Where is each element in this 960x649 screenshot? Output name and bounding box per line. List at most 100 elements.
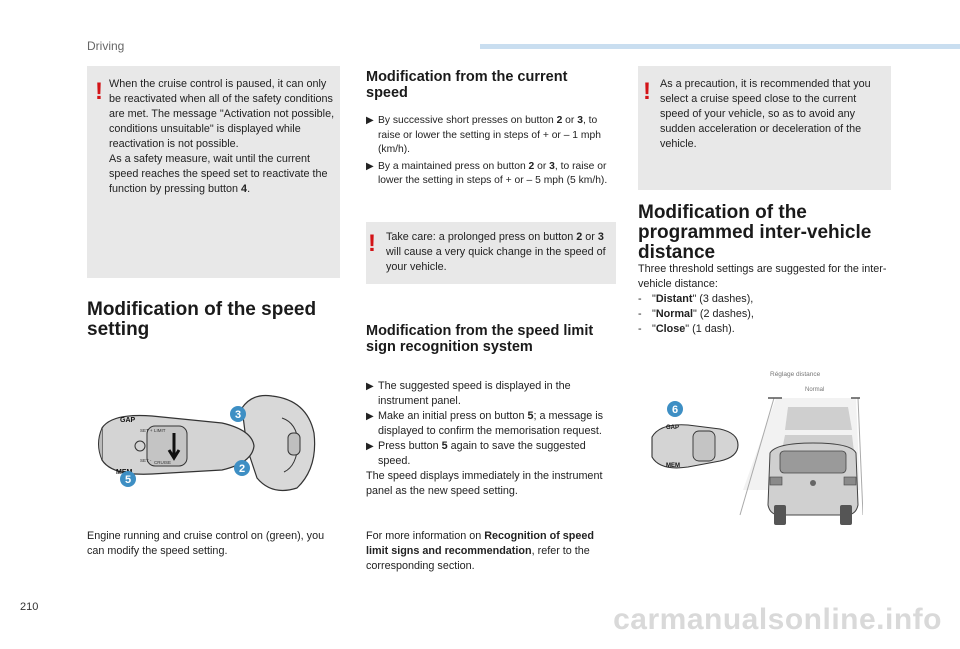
warning-box-precaution: ! As a precaution, it is recommended tha… xyxy=(638,66,891,190)
option-name: Close xyxy=(655,323,686,335)
list-item: ▶ Make an initial press on button 5; a m… xyxy=(366,409,618,439)
heading-current-speed: Modification from the current speed xyxy=(366,69,568,101)
bullet-text: again to save the suggested speed. xyxy=(378,440,586,467)
warning-paragraph-2: As a safety measure, wait until the curr… xyxy=(109,152,337,197)
more-info-pre: For more information on xyxy=(366,530,485,542)
section-title: Driving xyxy=(87,39,125,53)
cruise-label: CRUISE xyxy=(154,460,171,465)
list-item: - "Close" (1 dash). xyxy=(638,322,890,337)
warning-paragraph-1: When the cruise control is paused, it ca… xyxy=(109,78,335,150)
warning-icon: ! xyxy=(643,78,651,105)
dash-marker: - xyxy=(638,293,642,305)
option-quote: " xyxy=(693,308,697,320)
warning-box-prolonged: ! Take care: a prolonged press on button… xyxy=(366,222,616,284)
button-ref: 2 xyxy=(528,160,535,172)
more-info-text: For more information on Recognition of s… xyxy=(366,529,616,574)
list-item: - "Normal" (2 dashes), xyxy=(638,307,890,322)
callout-5 xyxy=(120,471,136,487)
button-ref: 3 xyxy=(577,115,583,126)
option-quote: " xyxy=(652,293,656,305)
button-ref: 5 xyxy=(441,440,448,452)
bullet-marker: ▶ xyxy=(366,441,374,452)
warning-text: As a precaution, it is recommended that … xyxy=(660,78,871,150)
gap-label: GAP xyxy=(666,425,679,431)
speed-limit-list: ▶ The suggested speed is displayed in th… xyxy=(366,379,618,499)
button-ref: 4 xyxy=(241,183,248,195)
dash-marker: - xyxy=(638,308,642,320)
warning-part: will cause a very quick change in the sp… xyxy=(386,246,606,273)
bullet-text: or xyxy=(562,115,578,126)
option-quote: " xyxy=(685,323,690,335)
bullet-text: By a maintained press on button xyxy=(378,160,529,172)
distance-intro: Three threshold settings are suggested f… xyxy=(638,263,887,290)
callout-6-label: 6 xyxy=(672,404,678,416)
current-speed-list: ▶ By successive short presses on button … xyxy=(366,114,616,191)
set-plus-label: SET + xyxy=(140,428,153,433)
more-info-post: , refer to the corresponding section. xyxy=(366,545,590,572)
option-desc: (3 dashes), xyxy=(696,293,754,305)
list-item: ▶ Press button 5 again to save the sugge… xyxy=(366,439,618,469)
bullet-text: Press button xyxy=(378,440,442,452)
distance-options: Three threshold settings are suggested f… xyxy=(638,262,890,337)
callout-2-label: 2 xyxy=(239,463,245,475)
set-minus-label: SET - xyxy=(140,458,152,463)
button-ref: 2 xyxy=(576,231,583,243)
warning-part: or xyxy=(582,231,598,243)
callout-3 xyxy=(230,406,246,422)
cruise-stalk-figure: GAP MEM SET + SET - LIMIT CRUISE 3 2 5 xyxy=(98,394,316,491)
dash-marker: - xyxy=(638,323,642,335)
warning-icon: ! xyxy=(368,230,376,257)
heading-speed-limit-sign: Modification from the speed limit sign r… xyxy=(366,323,594,355)
screen-title: Réglage distance xyxy=(770,371,821,378)
bullet-text: , to raise or lower the setting in steps… xyxy=(378,160,608,187)
option-desc: (2 dashes), xyxy=(696,308,754,320)
figure-caption: Engine running and cruise control on (gr… xyxy=(87,530,325,557)
bullet-text: The suggested speed is displayed in the … xyxy=(378,380,571,407)
bullet-marker: ▶ xyxy=(366,115,374,126)
warning-icon: ! xyxy=(95,78,103,105)
callout-6 xyxy=(667,401,683,417)
callout-3-label: 3 xyxy=(235,409,241,421)
mem-label: MEM xyxy=(666,463,680,469)
callout-5-label: 5 xyxy=(125,474,131,486)
option-name: Normal xyxy=(655,308,694,320)
warning-text: When the cruise control is paused, it ca… xyxy=(109,77,337,197)
list-item: ▶ The suggested speed is displayed in th… xyxy=(366,379,618,409)
heading-inter-vehicle-distance: Modification of the programmed inter-veh… xyxy=(638,202,872,263)
bullet-text: or xyxy=(534,160,550,172)
option-quote: " xyxy=(692,293,697,305)
page-number: 210 xyxy=(20,601,39,613)
warning-part: Take care: a prolonged press on button xyxy=(386,231,577,243)
option-quote: " xyxy=(652,323,656,335)
callout-2 xyxy=(234,460,250,476)
watermark: carmanualsonline.info xyxy=(613,603,942,636)
distance-figure: Réglage distance Normal GAP MEM 6 xyxy=(651,365,863,527)
option-quote: " xyxy=(652,308,656,320)
warning-p2-text: As a safety measure, wait until the curr… xyxy=(109,153,328,195)
limit-label: LIMIT xyxy=(154,428,166,433)
screen-value: Normal xyxy=(805,387,824,393)
bullet-text: Make an initial press on button xyxy=(378,410,528,422)
bullet-marker: ▶ xyxy=(366,411,374,422)
heading-speed-setting: Modification of the speed setting xyxy=(87,299,317,340)
bullet-marker: ▶ xyxy=(366,381,374,392)
header-bar xyxy=(480,44,960,49)
button-ref: 3 xyxy=(549,160,555,172)
list-item: - "Distant" (3 dashes), xyxy=(638,292,890,307)
warning-box-paused: ! When the cruise control is paused, it … xyxy=(87,66,340,278)
button-ref: 2 xyxy=(556,115,563,126)
button-ref: 3 xyxy=(597,231,604,243)
list-item: ▶ By a maintained press on button 2 or 3… xyxy=(366,160,616,189)
warning-text: Take care: a prolonged press on button 2… xyxy=(386,230,611,275)
bullet-text: By successive short presses on button xyxy=(378,115,557,126)
option-name: Distant xyxy=(655,293,693,305)
gap-label: GAP xyxy=(120,417,136,424)
button-ref: 5 xyxy=(527,410,534,422)
after-bullets-text: The speed displays immediately in the in… xyxy=(366,470,603,497)
warning-p2-end: . xyxy=(247,183,251,195)
more-info-link: Recognition of speed limit signs and rec… xyxy=(366,530,594,557)
bullet-marker: ▶ xyxy=(366,160,374,172)
bullet-text: ; a message is displayed to confirm the … xyxy=(378,410,604,437)
bullet-text: , to raise or lower the setting in steps… xyxy=(378,115,601,155)
list-item: ▶ By successive short presses on button … xyxy=(366,114,616,158)
